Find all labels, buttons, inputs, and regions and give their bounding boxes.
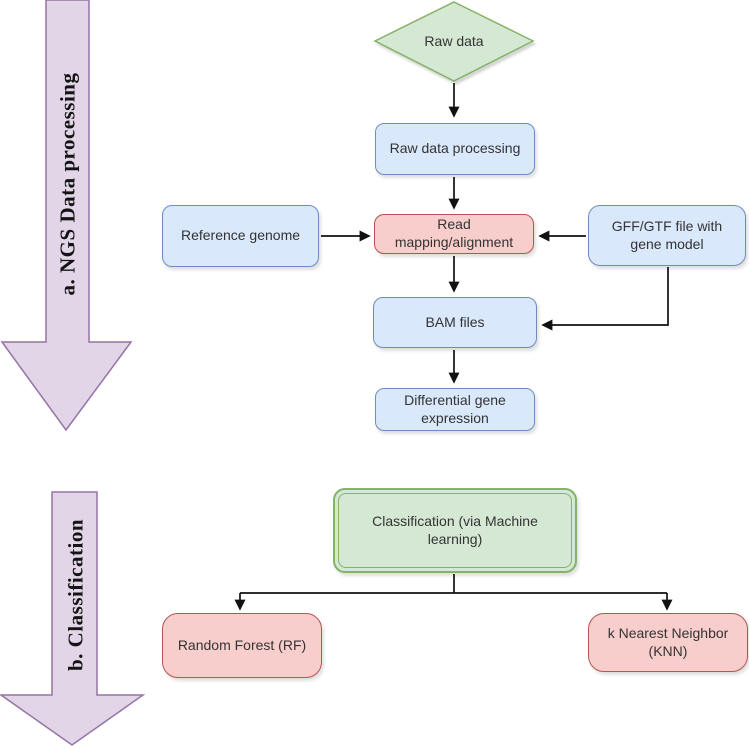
edge-classification-branch <box>240 574 667 594</box>
node-reference-genome: Reference genome <box>162 205 319 267</box>
section-b-label: b. Classification <box>63 518 88 672</box>
node-random-forest: Random Forest (RF) <box>162 613 322 678</box>
edge-gff-to-bam <box>541 267 669 331</box>
node-raw-data-label: Raw data <box>424 33 484 49</box>
node-raw-data-shape <box>373 1 535 82</box>
node-gff-gtf: GFF/GTF file with gene model <box>588 205 746 266</box>
section-a-arrow <box>0 0 133 432</box>
node-differential-gene-expression: Differential gene expression <box>375 388 535 431</box>
section-a-label: a. NGS Data processing <box>55 72 80 296</box>
node-read-mapping: Read mapping/alignment <box>374 214 534 254</box>
node-knn: k Nearest Neighbor (KNN) <box>588 613 748 672</box>
section-b-arrow <box>0 491 146 746</box>
node-classification: Classification (via Machine learning) <box>333 488 577 573</box>
node-bam-files: BAM files <box>373 297 537 348</box>
node-raw-data-processing: Raw data processing <box>375 123 535 175</box>
